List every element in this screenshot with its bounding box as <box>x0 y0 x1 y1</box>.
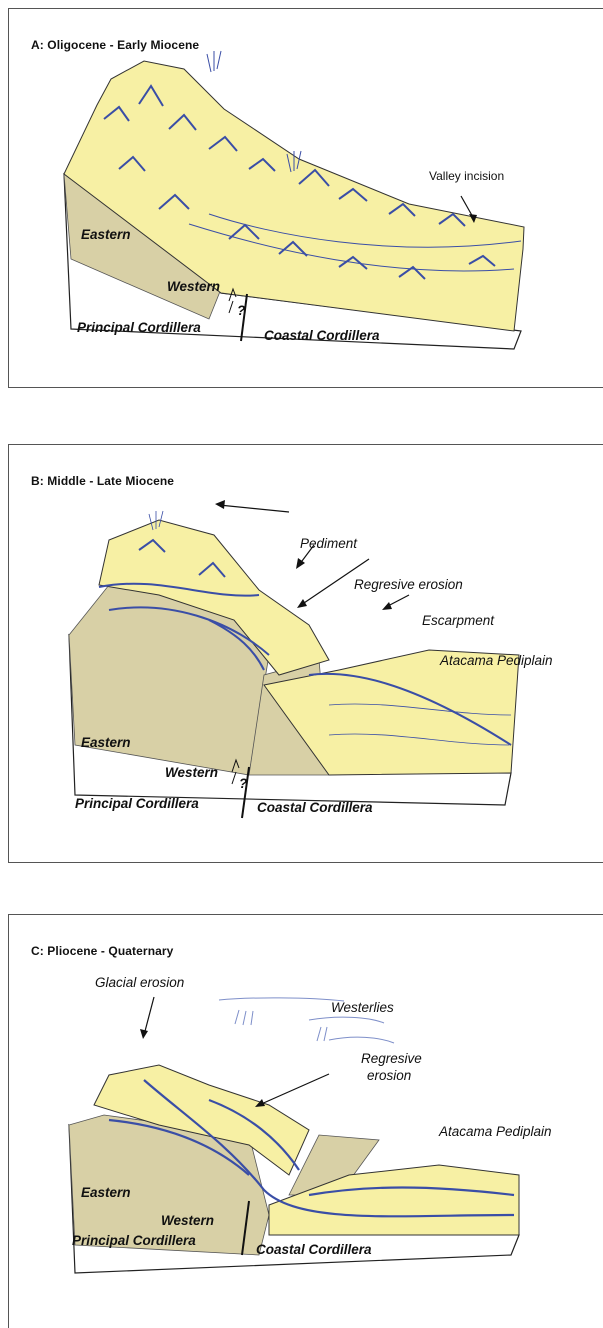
label-western: Western <box>165 765 218 780</box>
label-fault-query: ? <box>237 303 245 318</box>
label-erosion: erosion <box>367 1068 411 1083</box>
label-principal-cordillera: Principal Cordillera <box>77 320 201 335</box>
label-valley-incision: Valley incision <box>429 169 504 183</box>
label-pediment: Pediment <box>300 536 357 551</box>
label-atacama-pediplain: Atacama Pediplain <box>439 1124 552 1139</box>
panel-c: C: Pliocene - Quaternary Glacial erosion… <box>8 914 603 1328</box>
label-coastal-cordillera: Coastal Cordillera <box>264 328 380 343</box>
label-regresive-erosion: Regresive erosion <box>354 577 463 592</box>
label-eastern: Eastern <box>81 1185 131 1200</box>
label-glacial-erosion: Glacial erosion <box>95 975 184 990</box>
label-western: Western <box>161 1213 214 1228</box>
label-westerlies: Westerlies <box>331 1000 394 1015</box>
label-coastal-cordillera: Coastal Cordillera <box>257 800 373 815</box>
label-regresive: Regresive <box>361 1051 422 1066</box>
label-western: Western <box>167 279 220 294</box>
label-coastal-cordillera: Coastal Cordillera <box>256 1242 372 1257</box>
label-principal-cordillera: Principal Cordillera <box>75 796 199 811</box>
panel-b: B: Middle - Late Miocene Ped <box>8 444 603 863</box>
label-principal-cordillera: Principal Cordillera <box>72 1233 196 1248</box>
label-fault-query: ? <box>239 776 247 791</box>
label-atacama-pediplain: Atacama Pediplain <box>440 653 553 668</box>
panel-a: A: Oligocene - Early Miocene Valley inci… <box>8 8 603 388</box>
label-eastern: Eastern <box>81 735 131 750</box>
label-escarpment: Escarpment <box>422 613 494 628</box>
label-eastern: Eastern <box>81 227 131 242</box>
